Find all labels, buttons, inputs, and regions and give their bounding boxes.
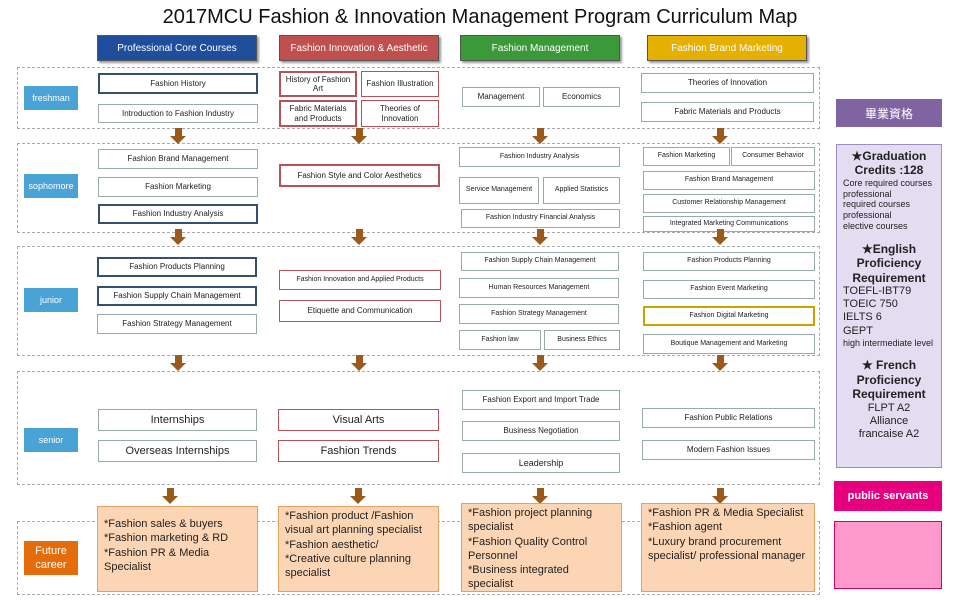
- course-box: Fashion law: [459, 330, 541, 350]
- career-brand: *Fashion PR & Media Specialist*Fashion a…: [641, 503, 815, 592]
- course-box: Theories of Innovation: [361, 100, 439, 127]
- course-box: Fashion Innovation and Applied Products: [279, 270, 441, 290]
- course-box: Fashion Export and Import Trade: [462, 390, 620, 410]
- course-box: Fashion Supply Chain Management: [461, 252, 619, 271]
- course-box: Applied Statistics: [543, 177, 620, 204]
- public-servants-label: public servants: [834, 481, 942, 511]
- course-box: Fabric Materials and Products: [279, 100, 357, 127]
- course-box: Internships: [98, 409, 257, 431]
- course-box: Customer Relationship Management: [643, 194, 815, 213]
- course-box: Fabric Materials and Products: [641, 102, 814, 122]
- course-box: Fashion Products Planning: [643, 252, 815, 271]
- course-box: Fashion Industry Financial Analysis: [461, 209, 620, 228]
- course-box: Leadership: [462, 453, 620, 473]
- year-sophomore: sophomore: [24, 174, 78, 198]
- year-senior: senior: [24, 428, 78, 452]
- course-box: Management: [462, 87, 540, 107]
- graduation-requirements: ★Graduation Credits :128 Core required c…: [836, 144, 942, 468]
- year-freshman: freshman: [24, 86, 78, 110]
- course-box: Introduction to Fashion Industry: [98, 104, 258, 123]
- graduation-qualification-title: 畢業資格: [836, 99, 942, 127]
- course-box: Fashion Digital Marketing: [643, 306, 815, 326]
- course-box: Fashion Style and Color Aesthetics: [279, 164, 440, 187]
- course-box: Fashion Strategy Management: [459, 304, 619, 324]
- course-box: Business Ethics: [544, 330, 620, 350]
- course-box: Fashion Strategy Management: [97, 314, 257, 334]
- course-box: Fashion Marketing: [98, 177, 258, 197]
- course-box: Boutique Management and Marketing: [643, 334, 815, 354]
- career-innovation: *Fashion product /Fashion visual art pla…: [278, 506, 439, 592]
- course-box: Fashion Marketing: [643, 147, 730, 166]
- course-box: Consumer Behavior: [731, 147, 815, 166]
- course-box: Fashion Event Marketing: [643, 280, 815, 299]
- page-title: 2017MCU Fashion & Innovation Management …: [162, 6, 798, 28]
- course-box: Fashion Supply Chain Management: [97, 286, 257, 306]
- pink-box: [834, 521, 942, 589]
- course-box: Fashion Trends: [278, 440, 439, 462]
- header-brand: Fashion Brand Marketing: [647, 35, 807, 61]
- course-box: Economics: [543, 87, 620, 107]
- header-core: Professional Core Courses: [97, 35, 257, 61]
- course-box: Human Resources Management: [459, 278, 619, 298]
- course-box: Fashion Products Planning: [97, 257, 257, 277]
- career-core: *Fashion sales & buyers*Fashion marketin…: [97, 506, 258, 592]
- course-box: Modern Fashion Issues: [642, 440, 815, 460]
- course-box: Business Negotiation: [462, 421, 620, 441]
- course-box: Visual Arts: [278, 409, 439, 431]
- course-box: Service Management: [459, 177, 539, 204]
- course-box: Fashion Industry Analysis: [459, 147, 620, 167]
- year-junior: junior: [24, 288, 78, 312]
- header-management: Fashion Management: [460, 35, 620, 61]
- course-box: Fashion History: [98, 73, 258, 94]
- course-box: Fashion Brand Management: [643, 171, 815, 190]
- course-box: Overseas Internships: [98, 440, 257, 462]
- course-box: Fashion Public Relations: [642, 408, 815, 428]
- course-box: Fashion Illustration: [361, 71, 439, 97]
- course-box: Fashion Brand Management: [98, 149, 258, 169]
- career-management: *Fashion project planning specialist*Fas…: [461, 503, 622, 592]
- course-box: Etiquette and Communication: [279, 300, 441, 322]
- course-box: Integrated Marketing Communications: [643, 216, 815, 232]
- course-box: Fashion Industry Analysis: [98, 204, 258, 224]
- course-box: History of Fashion Art: [279, 71, 357, 97]
- course-box: Theories of Innovation: [641, 73, 814, 93]
- header-innovation: Fashion Innovation & Aesthetic: [279, 35, 439, 61]
